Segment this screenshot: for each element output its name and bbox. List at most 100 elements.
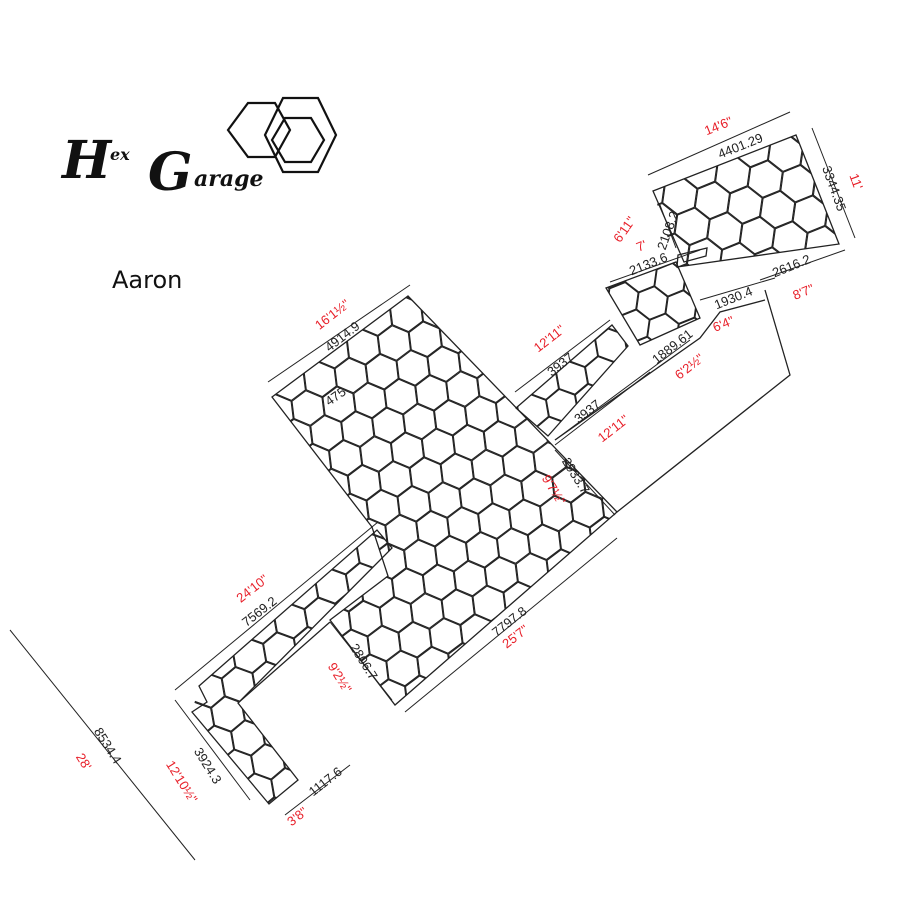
hex-tile: [229, 802, 264, 804]
hex-tile: [366, 489, 400, 526]
hex-tile: [372, 407, 406, 444]
hex-tile: [272, 311, 300, 348]
hex-tile: [653, 135, 673, 154]
hex-tile: [513, 296, 547, 318]
hex-tile: [508, 363, 542, 400]
hex-tile: [384, 378, 418, 415]
hex-tile: [629, 336, 661, 345]
hex-tile: [281, 738, 316, 775]
hex-tile: [575, 296, 609, 310]
dimension-metric: 2616.2: [770, 251, 812, 280]
dimension-line: [554, 371, 651, 446]
dimension-imperial: 6'2½": [672, 350, 707, 382]
hex-tile: [321, 786, 356, 804]
hex-tile: [653, 202, 678, 241]
hex-tile: [439, 317, 473, 354]
dimension-line: [811, 127, 856, 239]
hex-tile: [665, 290, 697, 325]
hex-tile: [606, 262, 628, 289]
dimension-imperial: 9'7½": [539, 472, 569, 508]
hex-tile: [596, 570, 617, 607]
hex-tile: [272, 447, 301, 484]
hex-tile: [544, 296, 578, 314]
upper-strip-outline: [515, 324, 629, 437]
dimension-line: [267, 284, 411, 383]
hex-tile: [606, 277, 610, 312]
dimension-line: [609, 249, 701, 283]
hex-tile: [825, 199, 839, 238]
hex-tile: [522, 606, 556, 643]
hex-tile: [310, 414, 344, 451]
hex-tile: [817, 256, 839, 267]
hex-tile: [666, 263, 702, 267]
wall-line: [237, 621, 331, 704]
hex-tile: [365, 353, 399, 390]
hex-tile: [484, 556, 518, 593]
hex-tile: [283, 656, 317, 692]
dimension-imperial: 28': [73, 750, 95, 772]
dimension-line: [174, 521, 379, 691]
dimension-lines: [9, 111, 856, 861]
hex-tile: [528, 660, 563, 697]
hex-tile: [231, 720, 265, 756]
hex-tile: [293, 661, 327, 698]
hex-tile: [347, 464, 381, 501]
hex-tile: [285, 472, 320, 509]
hex-tile: [251, 743, 286, 780]
dimension-imperial: 3'8": [284, 804, 311, 829]
hex-tile: [298, 443, 332, 480]
hex-tile: [192, 530, 197, 549]
hex-tile: [686, 237, 723, 267]
panel-outlines: [191, 134, 840, 805]
hex-tile: [552, 466, 586, 503]
hex-tile: [260, 797, 295, 804]
hex-tile: [311, 550, 345, 587]
hex-tile: [516, 688, 550, 705]
hex-tile: [334, 357, 368, 394]
hex-tile: [606, 332, 632, 345]
dimension-line: [174, 699, 251, 801]
hex-tile: [478, 503, 512, 540]
hex-tile: [379, 596, 413, 633]
hex-tile: [516, 325, 532, 328]
hex-tile: [367, 625, 401, 662]
hex-tile: [264, 549, 299, 586]
dimension-line: [759, 249, 846, 281]
small-panel-outline: [605, 261, 701, 346]
hex-tile: [193, 530, 228, 544]
hex-tile: [383, 775, 392, 804]
hex-tile: [328, 439, 363, 476]
hex-tile: [470, 313, 504, 350]
hex-tile: [464, 395, 499, 432]
hex-tile: [272, 504, 276, 541]
hex-tile: [305, 530, 340, 551]
hex-tile: [202, 560, 237, 597]
hex-tile: [509, 499, 543, 536]
hex-tile: [385, 514, 419, 551]
logo-arage: arage: [194, 166, 263, 192]
hex-tile: [272, 368, 275, 405]
hex-tile: [674, 207, 710, 246]
hex-tile: [521, 470, 555, 507]
hex-tile: [273, 602, 308, 639]
hex-tile: [274, 530, 309, 557]
dimension-line: [554, 339, 691, 441]
hex-tile: [501, 309, 535, 346]
dimension-imperial: 12'10½": [163, 758, 201, 806]
hex-tile: [192, 595, 196, 631]
dimension-metric: 475: [322, 384, 348, 409]
hex-tile: [747, 160, 783, 198]
hex-tile: [272, 694, 284, 705]
hex-tile: [719, 242, 755, 267]
hex-tile: [371, 296, 405, 308]
hex-tile: [280, 554, 314, 591]
hex-tile: [547, 685, 581, 705]
hex-tile: [571, 627, 606, 664]
hex-tile: [447, 506, 481, 543]
hex-tile: [404, 539, 438, 576]
hex-tile: [578, 681, 612, 705]
hex-tile: [363, 751, 392, 788]
hex-tile: [353, 698, 388, 735]
